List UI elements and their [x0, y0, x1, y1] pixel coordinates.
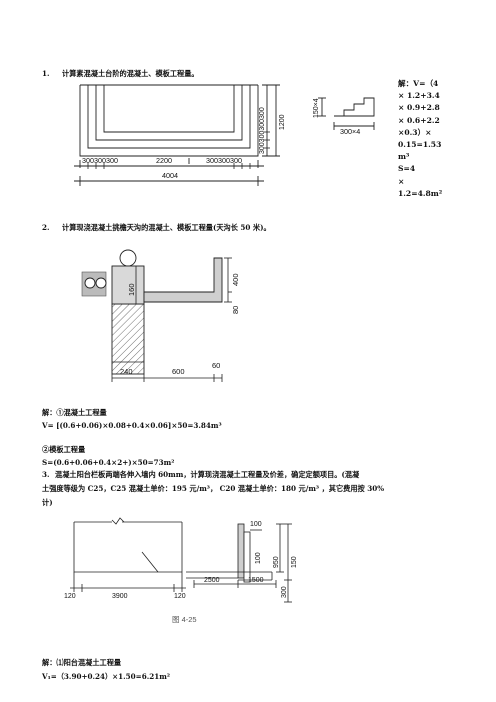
q3-dim-1500: 1500	[248, 577, 264, 584]
q2-dim-400: 400	[231, 273, 240, 286]
q3-balcony-figure: 120 3900 120 100 100 950 300 150 2500 15…	[64, 517, 298, 624]
q3-dim-300: 300	[281, 586, 288, 598]
q3-text-line-1: 混凝土阳台栏板两端各伸入墙内 60mm，计算现浇混凝土工程量及价差，确定定额项目…	[55, 470, 360, 479]
q3-dim-150: 150	[291, 556, 298, 568]
q3-text-line-2: 土强度等级为 C25，C25 混凝土单价：195 元/m³， C20 混凝土单价…	[42, 484, 385, 493]
q3-dim-100: 100	[250, 521, 262, 528]
q2-dim-600: 600	[172, 367, 185, 376]
q3-solution-head: 解：⑴阳台混凝土工程量	[42, 658, 122, 667]
q1-section-width: 300×4	[340, 127, 360, 136]
q1-section-figure: 150×4 300×4	[313, 97, 375, 136]
q2-dim-60: 60	[212, 361, 220, 370]
q1-section-height: 150×4	[313, 98, 320, 118]
q1-dim-left: 300300300	[82, 156, 118, 165]
q1-text: 计算素混凝土台阶的混凝土、模板工程量。	[62, 69, 199, 78]
q3-dim-3900: 3900	[112, 593, 128, 600]
q1-dim-right-h: 1200	[279, 114, 286, 130]
q1-dim-total: 4004	[162, 171, 178, 180]
q1-dim-right-v: 300300300300	[259, 107, 266, 154]
q3-dim-120b: 120	[174, 593, 186, 600]
q2-formwork-head: ②模板工程量	[42, 445, 86, 454]
q3-figure-caption: 图 4-25	[172, 615, 197, 624]
q1-plan-figure: 300300300 2200 300300300 4004 3003003003…	[74, 84, 286, 186]
q2-solution-head: 解：①混凝土工程量	[42, 408, 107, 417]
q1-dim-mid: 2200	[156, 156, 172, 165]
q2-solution-volume: V= [(0.6+0.06)×0.08+0.4×0.06]×50=3.84m³	[42, 421, 222, 430]
q3-dim-100-v: 100	[255, 552, 262, 564]
q3-number: 3.	[42, 470, 50, 479]
q1-number: 1.	[42, 69, 50, 78]
q2-number: 2.	[42, 223, 50, 232]
q3-text-line-3: 计)	[42, 498, 53, 507]
q2-dim-160: 160	[127, 283, 136, 296]
q2-dim-240: 240	[120, 367, 133, 376]
q2-formwork-area: S=(0.6+0.06+0.4×2+)×50=73m²	[42, 458, 175, 467]
q1-solution: 解：V=（4 × 1.2+3.4 × 0.9+2.8 × 0.6+2.2 ×0.…	[398, 79, 443, 198]
q2-dim-80: 80	[231, 306, 240, 314]
q1-dim-right: 300300300	[206, 156, 242, 165]
q2-eaves-figure: 400 160 80 240 600 60	[81, 249, 240, 382]
q3-solution-v1: V₁=（3.90+0.24）×1.50=6.21m²	[42, 672, 170, 681]
q3-dim-120a: 120	[64, 593, 76, 600]
q3-dim-2500: 2500	[204, 577, 220, 584]
q3-dim-950: 950	[273, 556, 280, 568]
q2-text: 计算现浇混凝土挑檐天沟的混凝土、模板工程量(天沟长 50 米)。	[62, 223, 271, 232]
